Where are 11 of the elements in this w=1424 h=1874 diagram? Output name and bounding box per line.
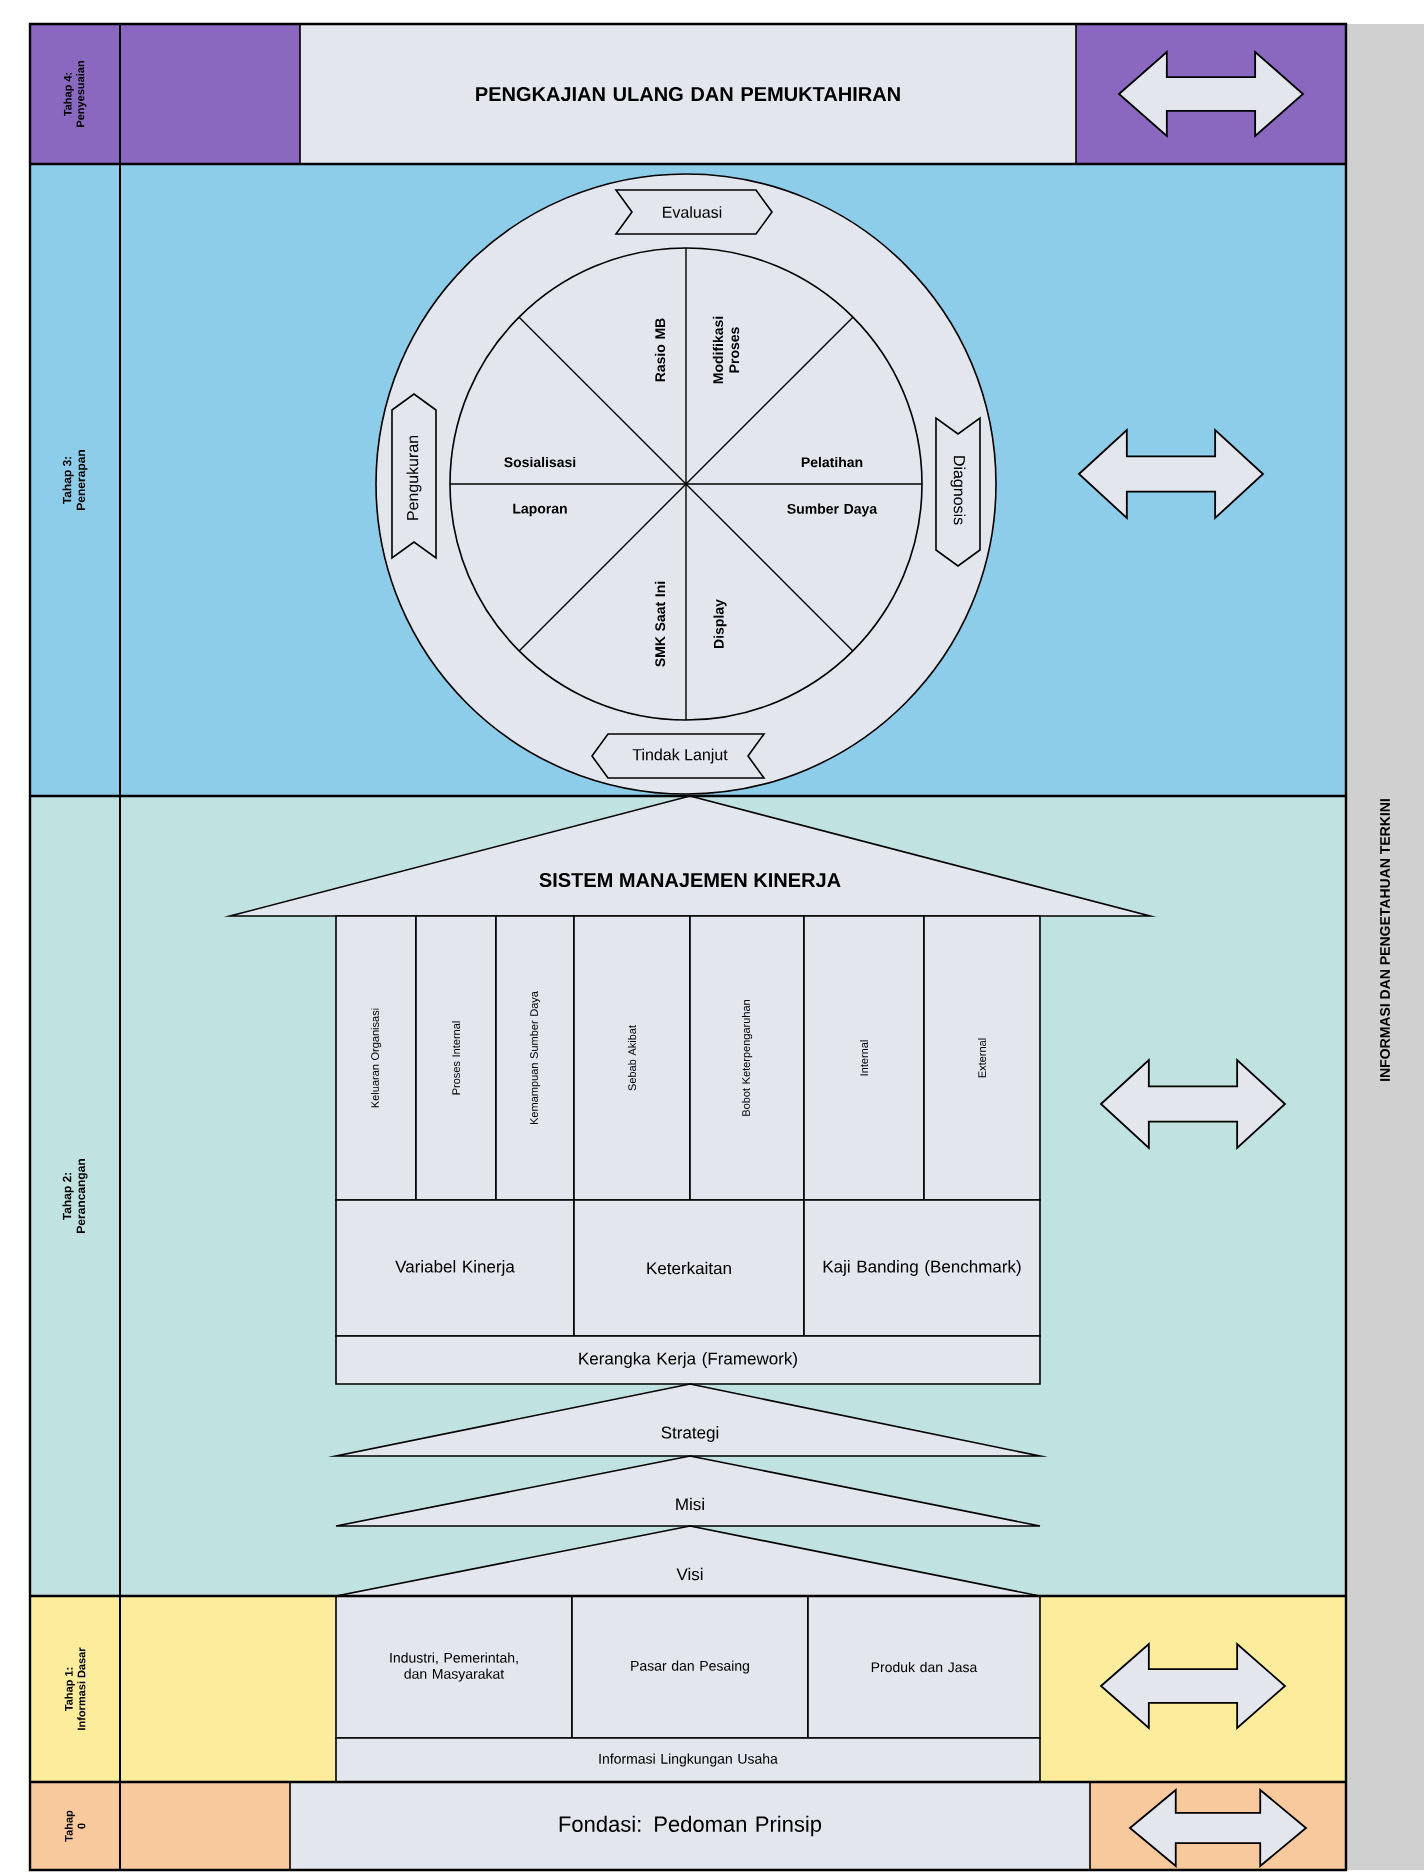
pyramid-triangle: Misi <box>335 1455 1041 1527</box>
chevron-label: Evaluasi <box>614 189 773 235</box>
text-box: Kaji Banding (Benchmark) <box>803 1199 1041 1337</box>
pyramid-triangle: Visi <box>335 1525 1041 1597</box>
chevron-label: Tindak Lanjut <box>591 733 766 779</box>
text-box: Keterkaitan <box>573 1199 805 1337</box>
text-box: Kerangka Kerja (Framework) <box>335 1335 1041 1385</box>
text-box: PENGKAJIAN ULANG DAN PEMUKTAHIRAN <box>299 23 1077 165</box>
chevron-label: Pengukuran <box>391 393 437 560</box>
chevron-label: Diagnosis <box>935 416 981 567</box>
text-box: Variabel Kinerja <box>335 1199 575 1337</box>
